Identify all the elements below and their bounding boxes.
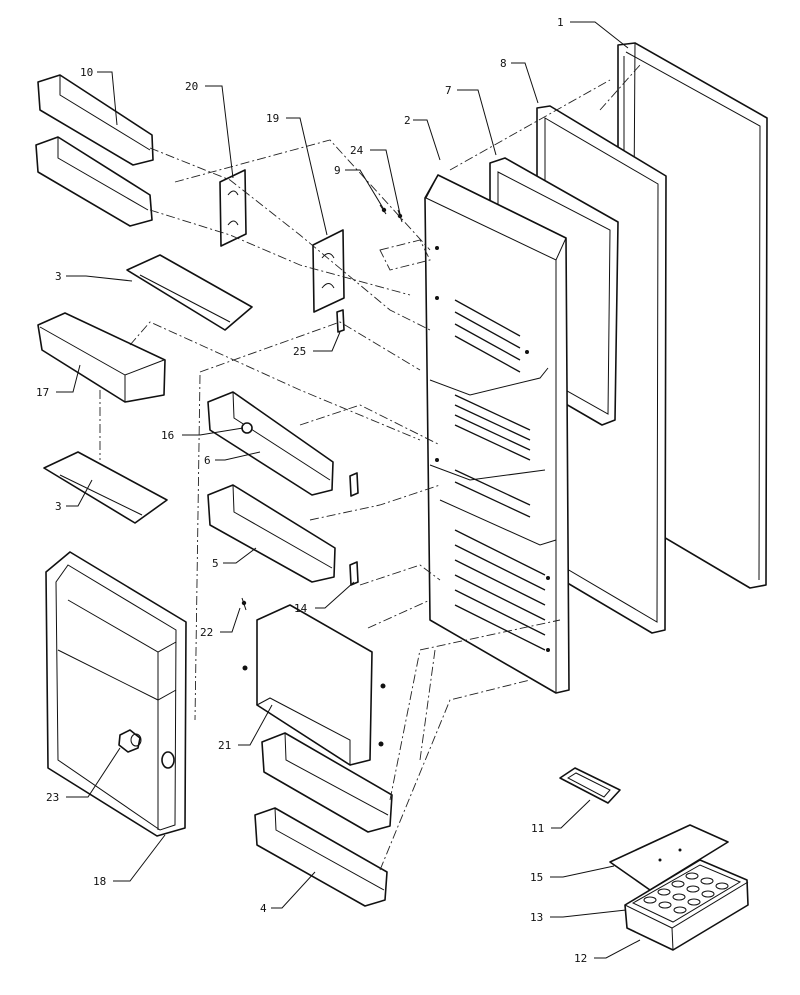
part-14-bracket <box>349 472 359 586</box>
part-15-ice-tray-cover <box>609 824 729 891</box>
part-18-dispenser-frame <box>45 551 187 837</box>
callout-10: 10 <box>80 66 93 79</box>
callout-1: 1 <box>557 16 564 29</box>
part-24-screw <box>397 209 403 223</box>
part-25-clip <box>336 309 345 333</box>
callout-12: 12 <box>574 952 587 965</box>
part-4-door-bin-lower <box>254 807 388 907</box>
callout-18: 18 <box>93 875 106 888</box>
part-20-bracket <box>219 169 247 247</box>
callout-23: 23 <box>46 791 59 804</box>
callout-8: 8 <box>500 57 507 70</box>
callout-leaders <box>56 21 641 959</box>
callout-3-upper: 3 <box>55 270 62 283</box>
callout-16: 16 <box>161 429 174 442</box>
part-19-bracket <box>312 229 345 313</box>
part-21-cover-panel <box>242 604 386 766</box>
part-13-ice-tray <box>631 864 742 923</box>
part-2-inner-door-liner <box>424 174 570 694</box>
callout-17: 17 <box>36 386 49 399</box>
alignment-lines <box>99 64 641 871</box>
callout-25: 25 <box>293 345 306 358</box>
callout-11: 11 <box>531 822 544 835</box>
callout-19: 19 <box>266 112 279 125</box>
callout-20: 20 <box>185 80 198 93</box>
callout-4: 4 <box>260 902 267 915</box>
callout-5: 5 <box>212 557 219 570</box>
part-11-ice-scoop <box>559 767 621 804</box>
callout-15: 15 <box>530 871 543 884</box>
part-10-dairy-bins <box>35 74 154 227</box>
callout-labels: 1 2 3 3 4 5 6 7 8 9 10 11 12 13 14 15 16… <box>36 16 587 965</box>
callout-13: 13 <box>530 911 543 924</box>
part-6-door-bin <box>207 391 334 496</box>
callout-24: 24 <box>350 144 364 157</box>
part-5-door-bin <box>207 484 336 583</box>
part-23-actuator <box>118 729 142 753</box>
door-bin-mid-lower <box>261 732 393 833</box>
callout-6: 6 <box>204 454 211 467</box>
part-3-shelf-lower <box>43 451 168 524</box>
part-17-tray <box>37 312 166 403</box>
callout-3-lower: 3 <box>55 500 62 513</box>
part-12-ice-bin <box>624 859 749 951</box>
part-3-shelf-upper <box>126 254 253 331</box>
part-22-screw <box>241 597 247 611</box>
callout-22: 22 <box>200 626 213 639</box>
callout-2: 2 <box>404 114 411 127</box>
part-16-bin-clip <box>241 422 253 434</box>
callout-21: 21 <box>218 739 231 752</box>
callout-7: 7 <box>445 84 452 97</box>
callout-9: 9 <box>334 164 341 177</box>
callout-14: 14 <box>294 602 308 615</box>
part-9-screw <box>379 204 387 215</box>
